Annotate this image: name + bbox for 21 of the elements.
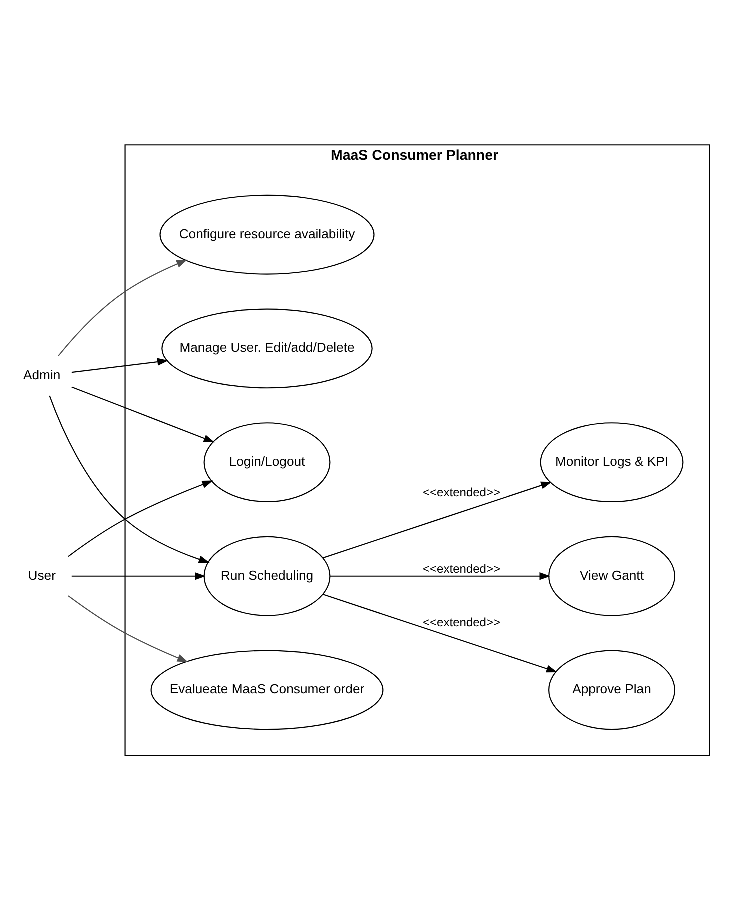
arrow (72, 386, 215, 443)
arrow (72, 572, 206, 580)
arrow (72, 358, 169, 374)
arrow (58, 260, 188, 356)
node-ellipse: Run Scheduling (204, 536, 331, 616)
arrow (68, 596, 188, 662)
node-ellipse: Evalueate MaaS Consumer order (150, 650, 384, 730)
edge-label: <<extended>> (423, 562, 501, 576)
node-ellipse: View Gantt (548, 536, 676, 616)
node-text: Admin (24, 367, 61, 382)
arrow (323, 594, 558, 673)
node-ellipse: Approve Plan (548, 650, 676, 730)
arrow (323, 482, 552, 559)
arrow (68, 480, 214, 558)
arrow (49, 396, 210, 564)
edge-label: <<extended>> (423, 485, 501, 500)
node-text: User (28, 568, 56, 583)
node-ellipse: Manage User. Edit/add/Delete (162, 308, 373, 389)
node-ellipse: Configure resource availability (160, 194, 375, 275)
edge-label: <<extended>> (423, 615, 501, 630)
arrow (330, 572, 551, 580)
